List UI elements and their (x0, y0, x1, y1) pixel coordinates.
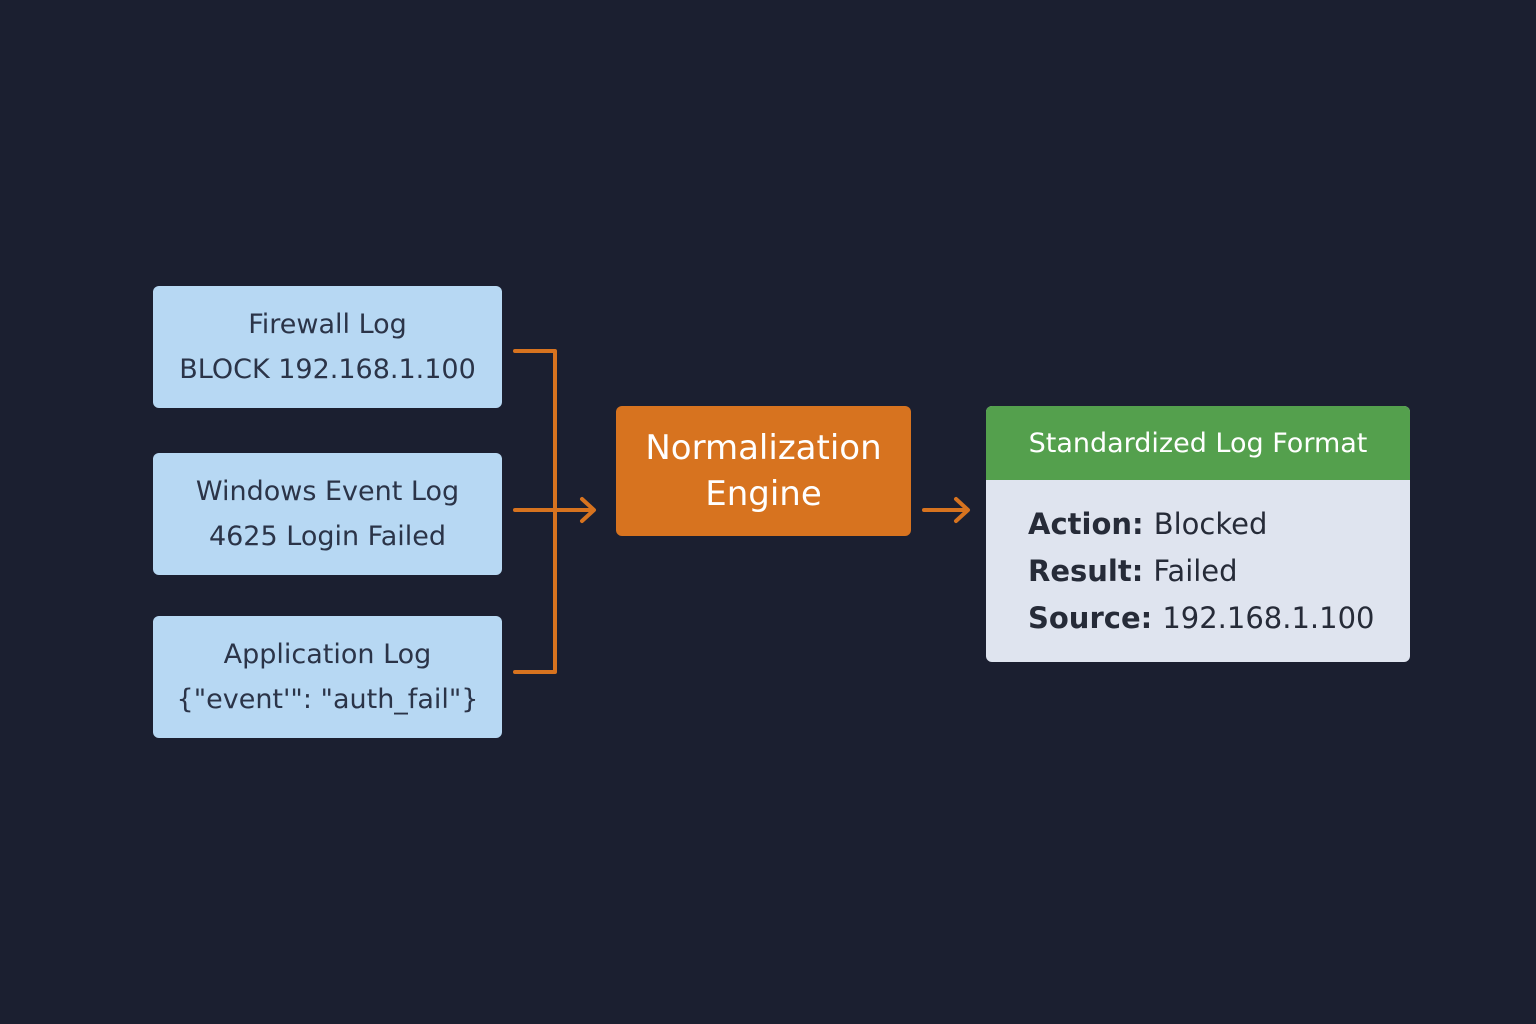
field-row-source: Source: 192.168.1.100 (1028, 595, 1410, 642)
field-row-action: Action: Blocked (1028, 501, 1410, 548)
field-row-result: Result: Failed (1028, 548, 1410, 595)
engine-label-line1: Normalization (645, 428, 882, 468)
field-value: Failed (1153, 554, 1238, 588)
bracket-connector (513, 349, 557, 674)
source-title: Windows Event Log (195, 476, 460, 507)
normalization-engine-box: Normalization Engine (616, 406, 911, 536)
source-title: Application Log (223, 639, 432, 670)
standardized-log-box: Standardized Log Format Action: Blocked … (986, 406, 1410, 662)
engine-label-line2: Engine (705, 474, 822, 514)
standardized-log-body: Action: Blocked Result: Failed Source: 1… (986, 480, 1410, 642)
source-box-firewall-log: Firewall Log BLOCK 192.168.1.100 (153, 286, 502, 408)
field-key: Result: (1028, 554, 1154, 588)
field-value: 192.168.1.100 (1162, 601, 1375, 635)
source-sample: BLOCK 192.168.1.100 (179, 354, 476, 385)
field-key: Source: (1028, 601, 1163, 635)
standardized-log-header: Standardized Log Format (986, 406, 1410, 480)
source-sample: 4625 Login Failed (208, 521, 447, 552)
output-arrow-head (954, 497, 970, 523)
merge-arrow-head (580, 497, 596, 523)
field-value: Blocked (1153, 507, 1268, 541)
source-sample: {"event'": "auth_fail"} (176, 684, 479, 715)
field-key: Action: (1028, 507, 1154, 541)
source-box-application-log: Application Log {"event'": "auth_fail"} (153, 616, 502, 738)
source-box-windows-event-log: Windows Event Log 4625 Login Failed (153, 453, 502, 575)
source-title: Firewall Log (248, 309, 407, 340)
